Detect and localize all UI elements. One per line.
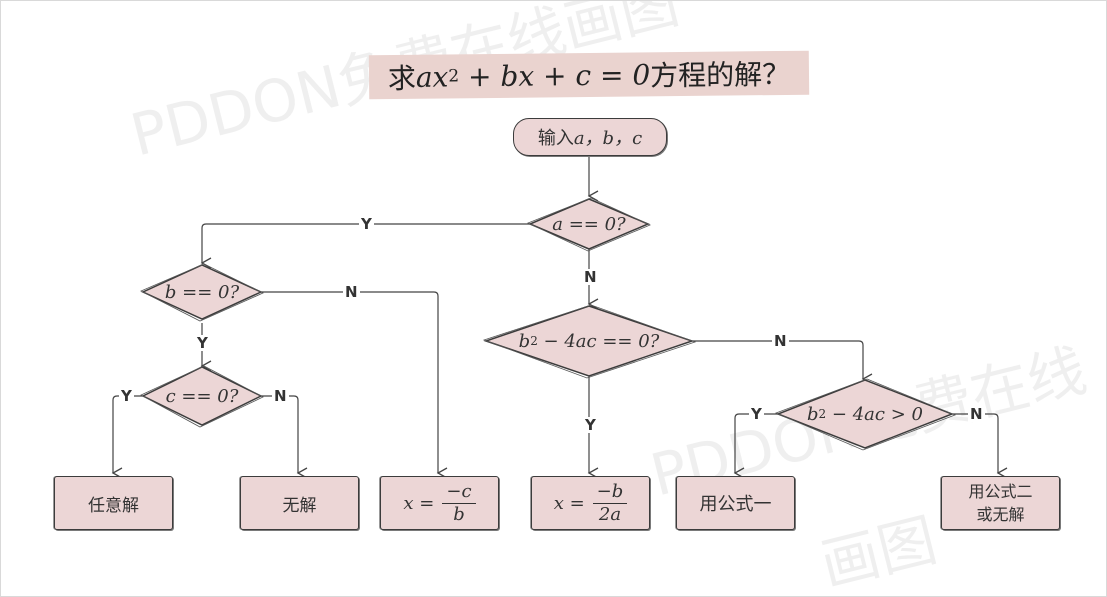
disc-gt-b: b [807, 403, 819, 425]
no-solution-node[interactable]: 无解 [240, 476, 359, 530]
double-root-denominator: 2a [598, 503, 622, 525]
edge-disc-gt-yes [733, 413, 779, 479]
diamond-disc-eq [483, 305, 695, 377]
linear-numerator: −c [442, 481, 476, 504]
edge-a-yes [200, 223, 531, 269]
edge-disc-gt-no [949, 413, 1008, 479]
disc-eq-exp: 2 [530, 334, 538, 348]
decision-a-text[interactable]: a == 0? [552, 213, 626, 235]
linear-denominator: b [453, 503, 465, 525]
label-disc-eq-yes: Y [583, 416, 598, 434]
title-exponent: 2 [448, 66, 460, 87]
double-root-fraction: −b 2a [592, 481, 628, 526]
title-suffix: 方程的解？ [649, 57, 791, 93]
label-a-yes: Y [359, 215, 374, 233]
disc-gt-exp: 2 [818, 407, 827, 421]
label-c-yes: Y [119, 387, 134, 405]
label-disc-gt-yes: Y [749, 405, 764, 423]
input-prefix: 输入 [537, 128, 574, 149]
diamond-disc-gt [775, 379, 955, 449]
disc-eq-b: b [518, 330, 531, 352]
label-b-yes: Y [195, 334, 210, 352]
decision-c-text[interactable]: c == 0? [165, 385, 239, 407]
linear-fraction: −c b [442, 481, 476, 526]
label-b-no: N [343, 283, 360, 301]
formula-one-node[interactable]: 用公式一 [676, 476, 795, 530]
disc-eq-rest: − 4ac == 0? [537, 330, 660, 352]
linear-lhs: x = [403, 492, 435, 514]
any-solution-node[interactable]: 任意解 [54, 476, 173, 530]
edge-disc-eq-no [691, 340, 873, 385]
title-expr-2: + bx + c = 0 [458, 57, 651, 93]
label-a-no: N [582, 268, 599, 286]
input-vars: a，b，c [573, 128, 643, 149]
edge-c-yes [111, 395, 144, 479]
diamond-a [528, 198, 650, 250]
disc-gt-rest: − 4ac > 0 [826, 403, 923, 425]
diamond-b [141, 264, 263, 320]
decision-b-text[interactable]: b == 0? [164, 281, 240, 303]
label-c-no: N [272, 387, 289, 405]
edge-c-no [260, 395, 308, 479]
title-prefix: 求 [387, 61, 417, 96]
label-disc-eq-no: N [772, 332, 789, 350]
double-root-node[interactable]: x = −b 2a [531, 476, 650, 530]
diamond-c [141, 366, 263, 426]
formula-two-node[interactable]: 用公式二 或无解 [941, 476, 1060, 530]
title-expr-1: ax [415, 59, 449, 94]
label-disc-gt-no: N [968, 405, 985, 423]
edge-b-no [261, 291, 448, 479]
double-root-lhs: x = [553, 492, 585, 514]
formula-two-line2: 或无解 [976, 505, 1025, 524]
double-root-numerator: −b [592, 481, 628, 504]
linear-solution-node[interactable]: x = −c b [380, 476, 499, 530]
formula-two-line1: 用公式二 [968, 482, 1033, 501]
